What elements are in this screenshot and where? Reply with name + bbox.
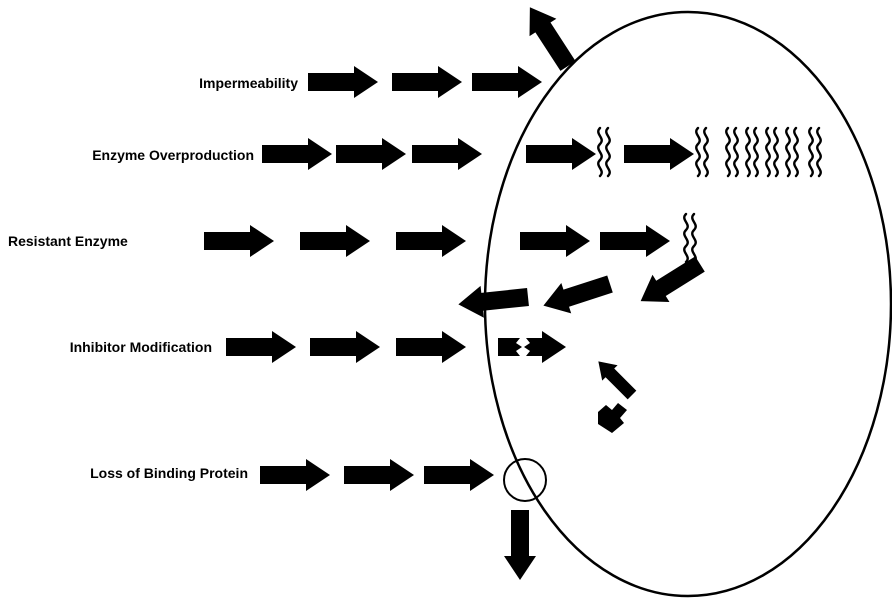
modification-arrow-up: [590, 353, 640, 403]
label-binding: Loss of Binding Protein: [90, 465, 248, 481]
binding-arrow-2: [344, 459, 414, 491]
enzyme-icon: [725, 126, 739, 178]
return-arrow-2: [538, 268, 615, 321]
resistant-arrow-3: [396, 225, 466, 257]
overproduction-arrow-2: [336, 138, 406, 170]
overproduction-arrow-5: [624, 138, 694, 170]
enzyme-icon: [785, 126, 799, 178]
return-arrow-3: [456, 281, 530, 321]
enzyme-icon: [765, 126, 779, 178]
resistant-arrow-4: [520, 225, 590, 257]
enzyme-icon: [695, 126, 709, 178]
efflux-arrow-up: [516, 0, 582, 75]
enzyme-icon: [745, 126, 759, 178]
modification-arrow-2: [310, 331, 380, 363]
label-modification: Inhibitor Modification: [70, 339, 212, 355]
overproduction-arrow-3: [412, 138, 482, 170]
impermeability-arrow-2: [392, 66, 462, 98]
label-resistant: Resistant Enzyme: [8, 233, 128, 249]
binding-arrow-1: [260, 459, 330, 491]
label-impermeability: Impermeability: [199, 75, 298, 91]
resistant-arrow-5: [600, 225, 670, 257]
overproduction-arrow-4: [526, 138, 596, 170]
enzyme-icon: [597, 126, 611, 178]
modification-arrow-1: [226, 331, 296, 363]
resistant-arrow-2: [300, 225, 370, 257]
return-arrow-1: [632, 250, 709, 315]
cleaved-inhibitor-arrow: [498, 331, 566, 363]
impermeability-arrow-1: [308, 66, 378, 98]
modification-arrow-3: [396, 331, 466, 363]
label-overproduction: Enzyme Overproduction: [92, 147, 254, 163]
binding-arrow-3: [424, 459, 494, 491]
enzyme-icon: [808, 126, 822, 178]
overproduction-arrow-1: [262, 138, 332, 170]
impermeability-arrow-3: [472, 66, 542, 98]
binding-protein-circle: [503, 458, 547, 502]
enzyme-fragment-icon: [598, 403, 627, 433]
binding-arrow-down: [504, 510, 536, 580]
resistant-arrow-1: [204, 225, 274, 257]
enzyme-icon: [683, 212, 697, 264]
